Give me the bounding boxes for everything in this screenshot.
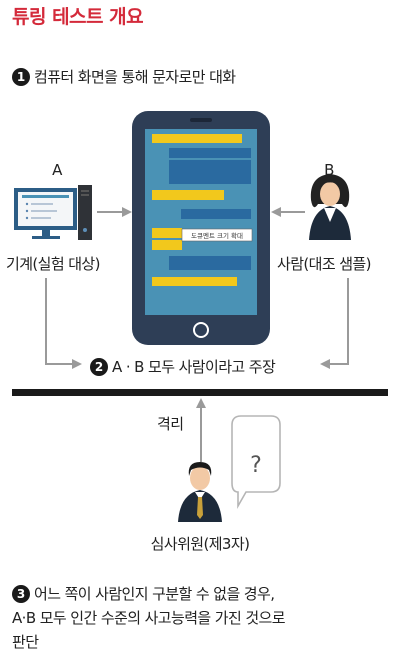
chat-bubble [152, 190, 224, 200]
step-3-line-2: A·B 모두 인간 수준의 사고능력을 가진 것으로 [12, 609, 286, 627]
page-title: 튜링 테스트 개요 [12, 6, 144, 28]
chat-bubble [152, 228, 182, 238]
arrow-human-claim [320, 278, 349, 369]
machine-label: 기계(실험 대상) [6, 255, 100, 273]
isolation-label: 격리 [157, 415, 184, 433]
desktop-computer-icon [14, 185, 92, 240]
computer-tower [78, 185, 92, 240]
question-mark: ? [250, 453, 262, 478]
man-avatar-icon [178, 462, 222, 522]
smartphone: 도큐멘트 크기 확대 [132, 111, 270, 345]
step-2-number: 2 [90, 358, 108, 376]
woman-avatar-icon [309, 174, 351, 240]
chat-bubble [152, 134, 242, 143]
arrow-machine-claim [45, 278, 82, 369]
human-label: 사람(대조 샘플) [277, 255, 371, 273]
step-3-line-1: 어느 쪽이 사람인지 구분할 수 없을 경우, [34, 585, 275, 603]
step-3-line-3: 판단 [12, 633, 39, 651]
step-2-text: A · B 모두 사람이라고 주장 [112, 358, 276, 376]
isolation-divider [12, 389, 388, 396]
label-b: B [324, 161, 334, 179]
phone-speaker [190, 118, 212, 122]
zoom-document-label: 도큐멘트 크기 확대 [191, 231, 243, 240]
monitor-ui-bar [22, 195, 69, 198]
chat-bubble [152, 240, 182, 250]
step-1-text: 컴퓨터 화면을 통해 문자로만 대화 [34, 68, 236, 86]
judge-label: 심사위원(제3자) [150, 535, 250, 553]
chat-bubble [169, 160, 251, 184]
speech-bubble-icon: ? [231, 415, 281, 510]
chat-bubble [169, 256, 251, 270]
chat-bubble [169, 148, 251, 158]
phone-home-button [193, 322, 209, 338]
zoom-document-button[interactable] [181, 228, 253, 242]
label-a: A [52, 161, 62, 179]
chat-bubble [152, 277, 237, 286]
chat-bubble [181, 209, 251, 219]
step-1-number: 1 [12, 68, 30, 86]
step-3-number: 3 [12, 585, 30, 603]
